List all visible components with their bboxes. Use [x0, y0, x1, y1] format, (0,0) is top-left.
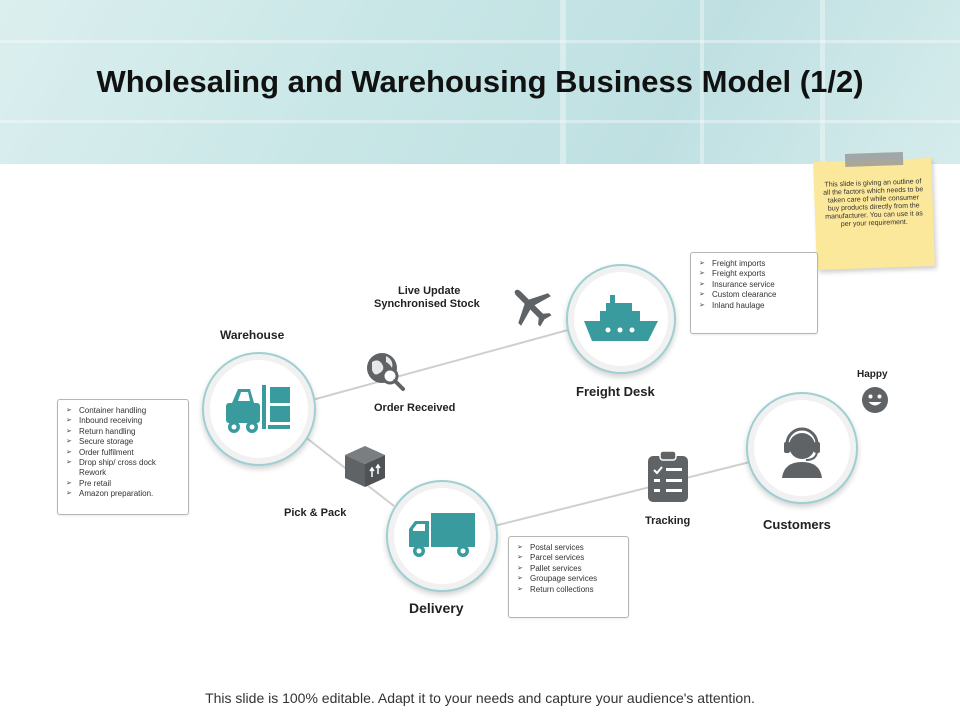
delivery-node[interactable] [386, 480, 498, 592]
list-item: Order fulfilment [66, 448, 180, 459]
list-item: Insurance service [699, 280, 809, 291]
pick-pack-label: Pick & Pack [284, 507, 347, 519]
freight-list: Freight imports Freight exports Insuranc… [691, 253, 817, 317]
forklift-icon [226, 385, 290, 433]
live-update-label: Live Update [398, 285, 461, 297]
smiley-icon [862, 387, 888, 413]
list-item: Postal services [517, 543, 620, 554]
customers-label: Customers [763, 517, 831, 532]
list-item: Inbound receiving [66, 416, 180, 427]
synchronised-stock-label: Synchronised Stock [374, 298, 480, 310]
airplane-icon [514, 289, 552, 327]
headset-agent-icon [782, 427, 822, 478]
list-item: Inland haulage [699, 301, 809, 312]
list-item: Groupage services [517, 574, 620, 585]
list-item: Amazon preparation. [66, 489, 180, 500]
list-item: Return handling [66, 427, 180, 438]
warehouse-list-box: Container handling Inbound receiving Ret… [57, 399, 189, 515]
box-icon [345, 446, 385, 487]
list-item: Pallet services [517, 564, 620, 575]
freight-desk-node[interactable] [566, 264, 676, 374]
warehouse-list: Container handling Inbound receiving Ret… [58, 400, 188, 506]
happy-label: Happy [857, 369, 888, 380]
warehouse-label: Warehouse [220, 328, 285, 342]
header-background [0, 0, 960, 164]
clipboard-icon [648, 450, 688, 502]
list-item: Freight exports [699, 269, 809, 280]
list-item: Freight imports [699, 259, 809, 270]
list-item: Drop ship/ cross dock Rework [66, 458, 180, 479]
order-received-label: Order Received [374, 402, 456, 414]
slide-title: Wholesaling and Warehousing Business Mod… [96, 64, 864, 99]
list-item: Parcel services [517, 553, 620, 564]
delivery-list-box: Postal services Parcel services Pallet s… [508, 536, 629, 618]
freight-desk-label: Freight Desk [576, 384, 655, 399]
list-item: Container handling [66, 406, 180, 417]
freight-list-box: Freight imports Freight exports Insuranc… [690, 252, 818, 334]
delivery-list: Postal services Parcel services Pallet s… [509, 537, 628, 601]
list-item: Secure storage [66, 437, 180, 448]
list-item: Pre retail [66, 479, 180, 490]
warehouse-node[interactable] [202, 352, 316, 466]
list-item: Custom clearance [699, 290, 809, 301]
footer-text: This slide is 100% editable. Adapt it to… [205, 690, 755, 706]
customers-node[interactable] [746, 392, 858, 504]
delivery-label: Delivery [409, 600, 464, 616]
tracking-label: Tracking [645, 515, 691, 527]
globe-search-icon [367, 353, 405, 391]
truck-icon [409, 513, 475, 557]
ship-icon [584, 295, 658, 341]
list-item: Return collections [517, 585, 620, 596]
